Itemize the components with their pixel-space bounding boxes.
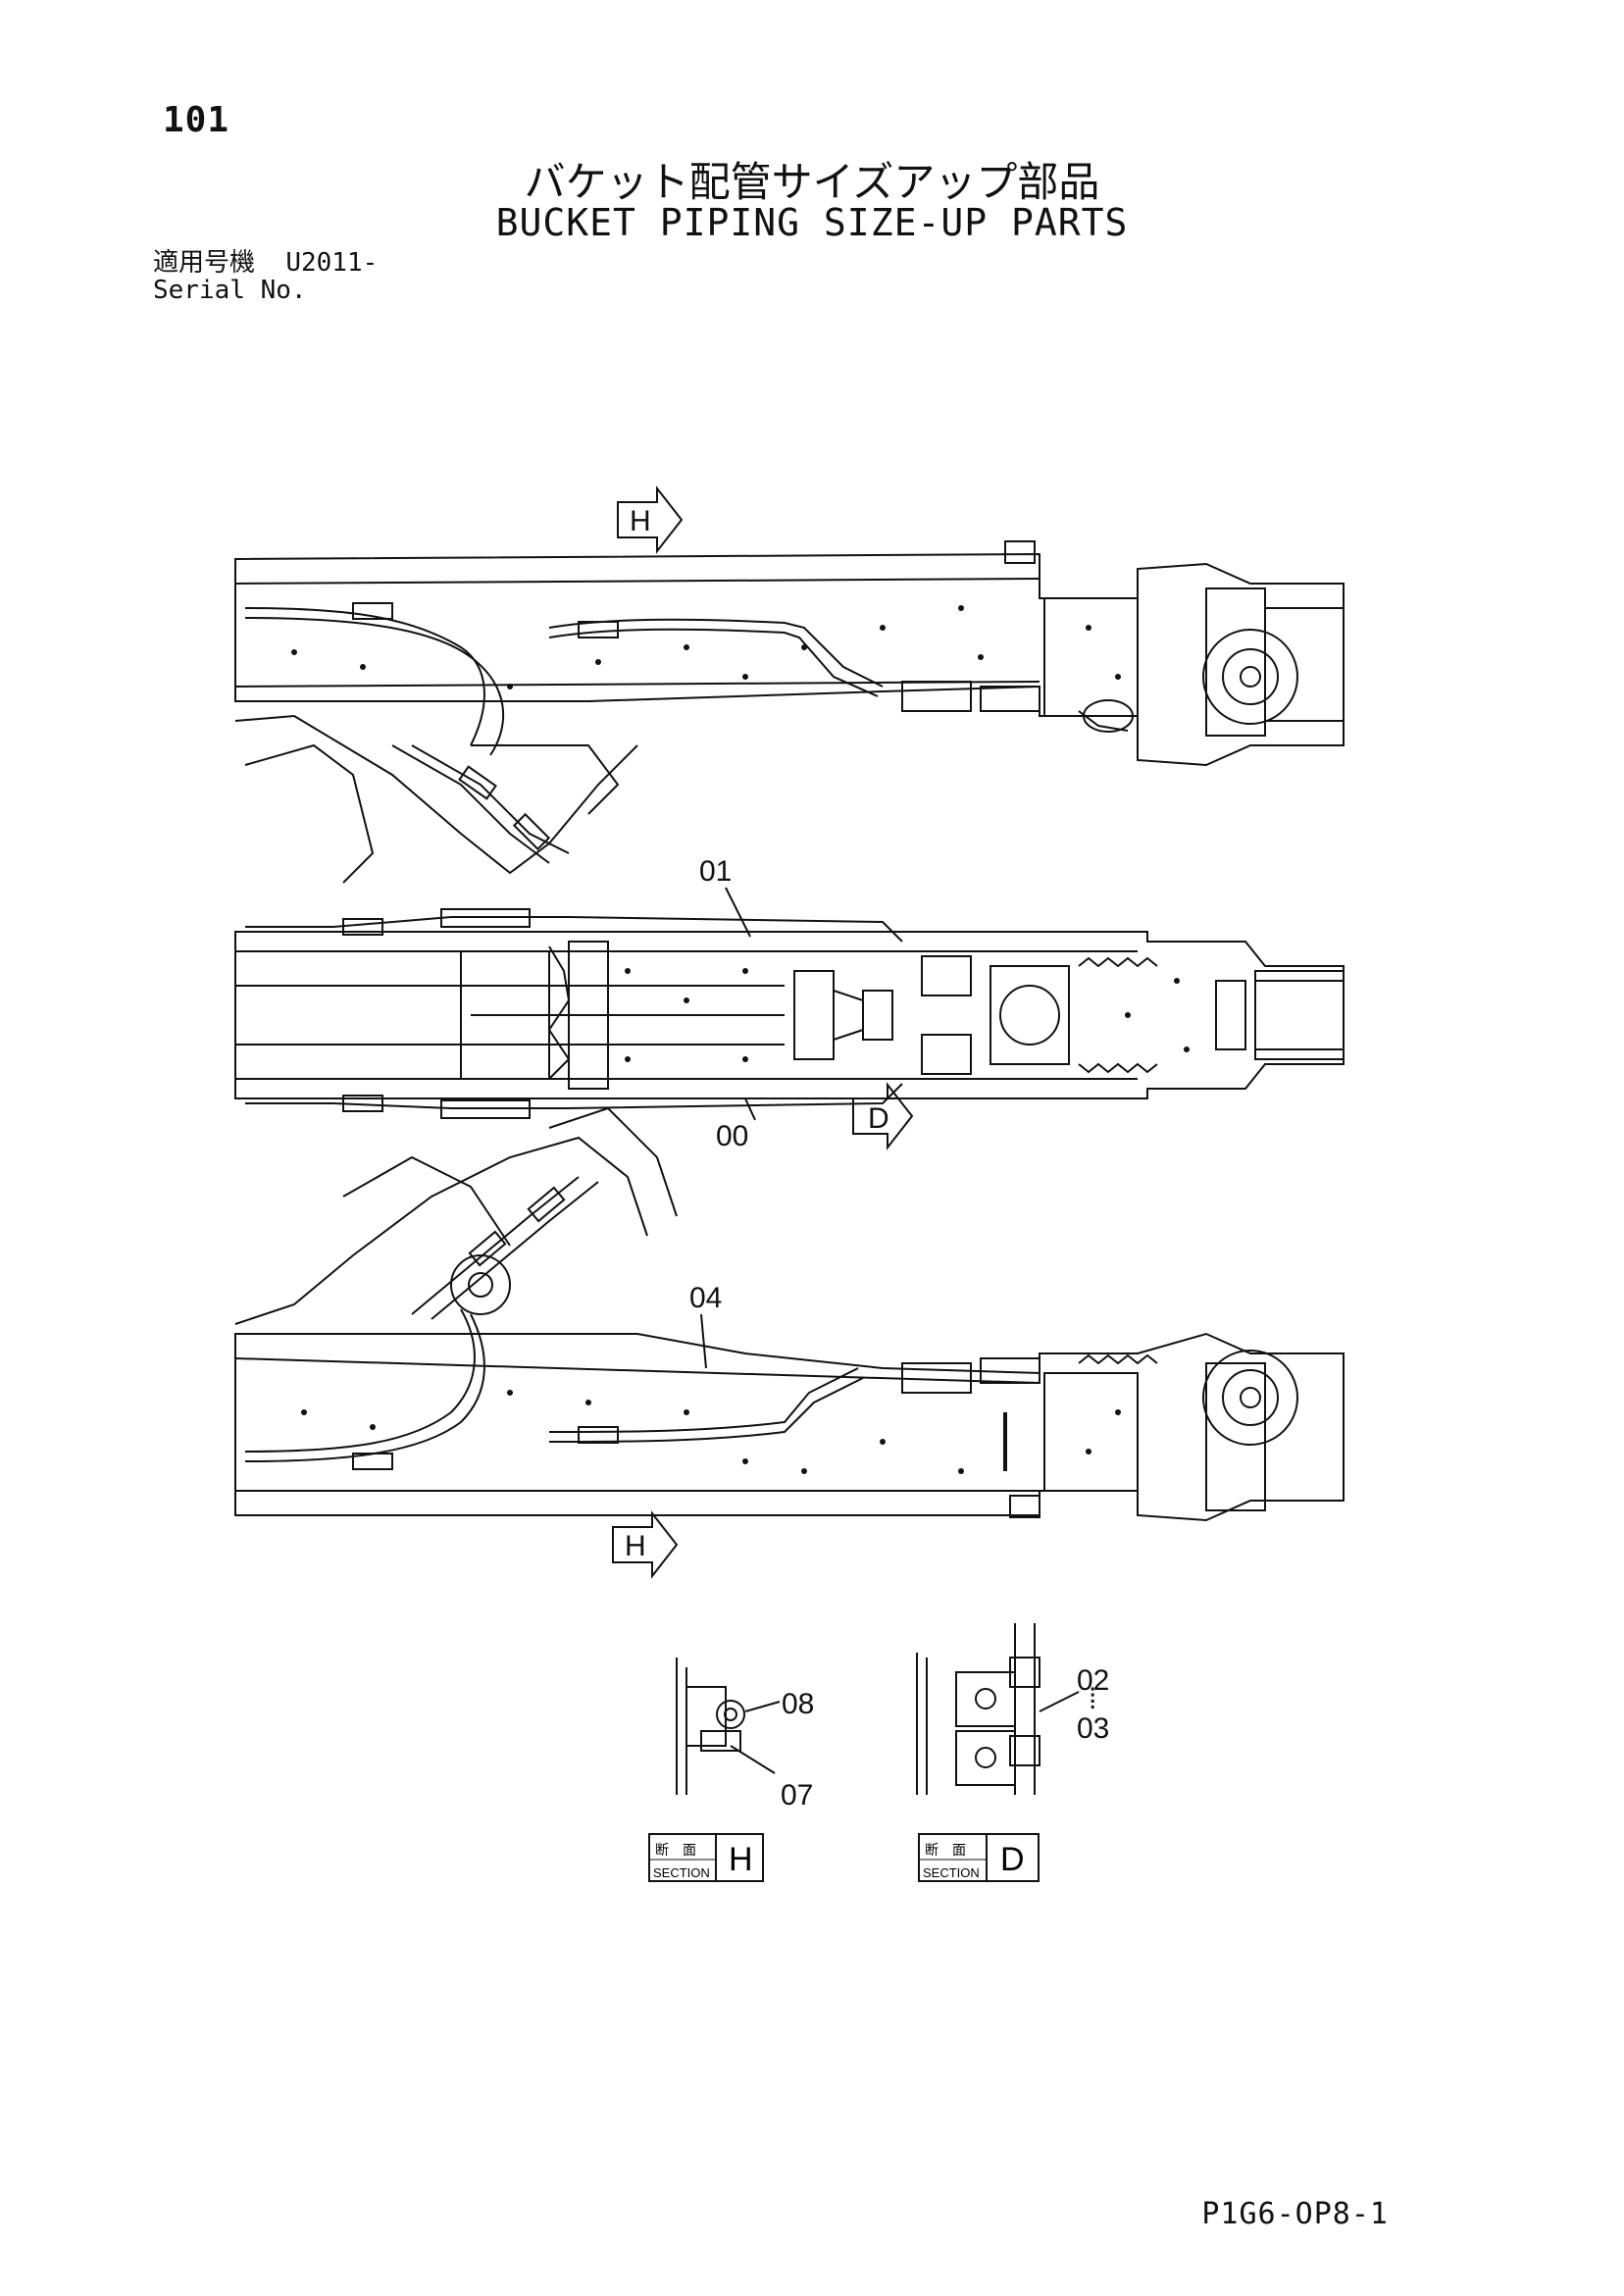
section-h-label xyxy=(648,1833,764,1882)
serial-label-en: Serial No. xyxy=(153,276,307,305)
section-d-label-en: SECTION xyxy=(923,1865,980,1880)
serial-value: U2011- xyxy=(285,248,379,278)
page-number: 101 xyxy=(163,100,230,140)
callout-04: 04 xyxy=(689,1282,722,1314)
boom-view-bottom: H xyxy=(234,1106,1345,1579)
serial-label-jp: 適用号機 xyxy=(153,248,256,278)
callout-08: 08 xyxy=(782,1688,814,1720)
callout-00: 00 xyxy=(716,1120,748,1152)
page-title-japanese: バケット配管サイズアップ部品 xyxy=(524,158,1100,206)
section-h-label-en: SECTION xyxy=(653,1865,710,1880)
view-arrow-bottom: H xyxy=(612,1510,679,1579)
view-arrow-top: H xyxy=(617,485,684,554)
leader-00 xyxy=(744,1097,756,1121)
view-arrow-bottom-letter: H xyxy=(625,1530,646,1562)
callout-03: 03 xyxy=(1077,1712,1109,1745)
view-arrow-mid-letter: D xyxy=(868,1102,889,1135)
boom-view-top: H xyxy=(234,485,1345,884)
callout-07: 07 xyxy=(781,1779,813,1811)
footer-code: P1G6-OP8-1 xyxy=(1201,2197,1389,2231)
view-arrow-top-letter: H xyxy=(630,505,651,537)
callout-02: 02 xyxy=(1077,1664,1109,1697)
callout-01: 01 xyxy=(699,855,732,888)
boom-view-middle: D xyxy=(234,908,1345,1150)
leader-01 xyxy=(725,887,751,938)
section-d-letter: D xyxy=(1000,1841,1025,1878)
view-arrow-mid: D xyxy=(852,1082,914,1150)
callout-dash: ⁞ xyxy=(1089,1683,1096,1715)
section-d-label-jp: 断 面 xyxy=(925,1843,966,1859)
section-h-label-jp: 断 面 xyxy=(655,1843,696,1859)
leader-04 xyxy=(700,1313,707,1369)
serial-info: 適用号機 U2011- Serial No. xyxy=(153,249,378,304)
section-d-label xyxy=(918,1833,1040,1882)
section-h-detail xyxy=(676,1658,781,1795)
section-d-detail xyxy=(916,1623,1080,1795)
page-title-english: BUCKET PIPING SIZE-UP PARTS xyxy=(495,201,1129,244)
section-h-letter: H xyxy=(729,1841,753,1878)
